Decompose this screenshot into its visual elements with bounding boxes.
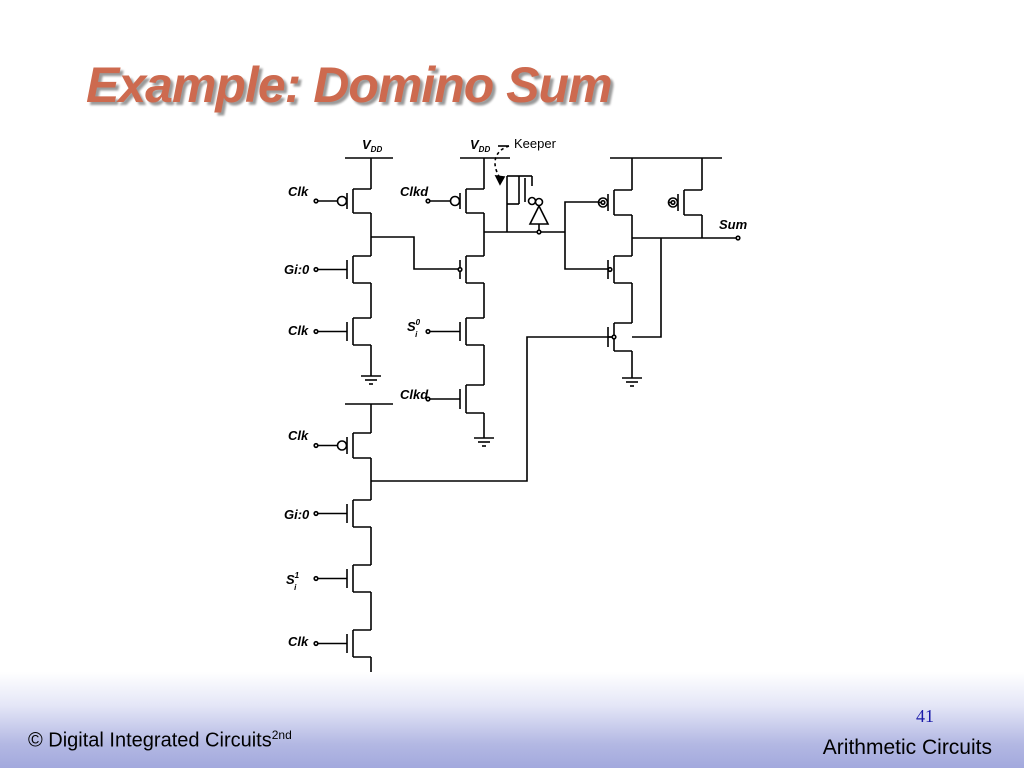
sum-output-label: Sum bbox=[719, 217, 748, 232]
clkd-label-2: Clkd bbox=[400, 387, 429, 402]
domino-sum-circuit: VDD VDD Keeper Sum Clk Gi:0 Clk Clk Gi:0… bbox=[284, 136, 748, 695]
slide-title: Example: Domino Sum bbox=[86, 57, 613, 113]
circuit-wires bbox=[313, 145, 741, 695]
vdd-label-2: VDD bbox=[470, 137, 490, 154]
clk-label-1: Clk bbox=[288, 184, 309, 199]
gi0-label-1: Gi:0 bbox=[284, 262, 310, 277]
vdd-label-1: VDD bbox=[362, 137, 382, 154]
circuit-labels: VDD VDD Keeper Sum Clk Gi:0 Clk Clk Gi:0… bbox=[284, 136, 748, 649]
gi0-label-2: Gi:0 bbox=[284, 507, 310, 522]
clk-label-3: Clk bbox=[288, 428, 309, 443]
page-number: 41 bbox=[916, 706, 934, 726]
clk-label-2: Clk bbox=[288, 323, 309, 338]
keeper-label: Keeper bbox=[514, 136, 557, 151]
footer-section: Arithmetic Circuits bbox=[822, 736, 992, 759]
footer-edition: 2nd bbox=[271, 728, 292, 742]
footer-band bbox=[0, 672, 1024, 768]
clkd-label-1: Clkd bbox=[400, 184, 429, 199]
clk-label-4: Clk bbox=[288, 634, 309, 649]
footer-copyright: © Digital Integrated Circuits2nd bbox=[28, 728, 292, 752]
